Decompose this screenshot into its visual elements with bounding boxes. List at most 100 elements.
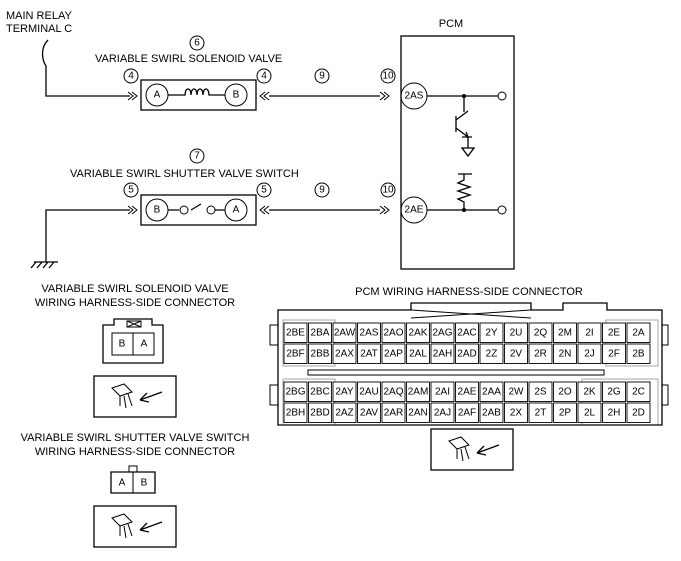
pcm-terminal-cell [504,381,528,402]
pcm-terminal-label: 2AE [458,386,477,397]
shutter-switch-circuit: 7 VARIABLE SWIRL SHUTTER VALVE SWITCH 5 … [30,148,396,269]
pcm-terminal-label: 2BB [311,348,330,359]
pcm-terminal-cell [626,381,651,402]
svg-text:7: 7 [194,151,200,162]
svg-text:A: A [233,205,240,216]
pcm-terminal-label: 2Y [485,327,498,338]
pcm-terminal-cell [528,322,553,343]
pcm-terminal-label: 2A [632,327,645,338]
callout-6 [189,35,205,51]
pcm-terminal-cell [430,381,455,402]
pcm-terminal-label: 2W [509,386,525,397]
pcm-terminal-cell [381,343,406,364]
pcm-terminal-label: 2BH [286,407,305,418]
solenoid-pin-b [224,83,248,107]
pcm-terminal-label: 2AT [360,348,378,359]
solenoid-valve-box [140,79,257,111]
switch-pin-a [224,198,248,222]
pcm-terminal-label: 2H [608,407,621,418]
shutter-switch-title: VARIABLE SWIRL SHUTTER VALVE SWITCH [70,168,299,180]
pcm-terminal-cell [577,402,602,423]
pcm-terminal-label: 2AX [335,348,354,359]
callout-4-left [123,68,139,84]
pcm-terminal-cell [528,381,553,402]
pcm-terminal-cell [283,322,308,343]
ground-icon [30,261,58,269]
pcm-terminal-cell [553,322,577,343]
pcm-terminal-label: 2R [534,348,547,359]
pcm-terminal-cell [332,381,357,402]
svg-text:4: 4 [261,71,267,82]
resistor-symbol [455,173,473,210]
pcm-terminal-label: 2Q [534,327,548,338]
switch-contact [168,203,225,211]
pcm-terminal-label: 2BG [285,386,305,397]
pcm-terminal-label: 2AG [432,327,452,338]
svg-text:B: B [233,90,240,101]
pcm-terminal-label: 2AB [482,407,501,418]
wire-main-relay [41,39,130,97]
callout-10-bottom [380,182,396,198]
solenoid-conn-cell-1: B [119,339,126,350]
pcm-terminal-label: 2L [584,407,596,418]
connector-arrow [127,205,138,215]
pcm-terminal-cell [308,343,332,364]
pcm-terminal-cell [308,322,332,343]
pcm-terminal-label: 2BA [311,327,330,338]
pcm-terminal-cell [528,402,553,423]
pcm-connector-outline [277,302,663,426]
pcm-terminal-cell [455,322,479,343]
pcm-terminal-cell [602,322,626,343]
pcm-terminal-label: 2AQ [383,386,403,397]
pcm-terminal-cell [332,322,357,343]
pcm-terminal-cell [430,402,455,423]
connector-probe-icon [93,375,177,418]
pcm-terminal-label: 2AC [457,327,476,338]
pcm-terminal-label: 2AW [334,327,356,338]
pcm-terminal-label: 2P [559,407,572,418]
svg-text:9: 9 [319,185,325,196]
pcm-terminal-cell [381,322,406,343]
pcm-terminal-label: 2F [608,348,620,359]
connector-probe-icon [93,505,177,548]
pcm-terminal-label: 2BC [310,386,329,397]
pcm-terminal-cell [602,402,626,423]
connector-probe-icon [430,428,514,471]
pcm-terminal-cell [283,402,308,423]
pcm-terminal-label: 2AH [433,348,452,359]
svg-text:10: 10 [382,185,394,196]
pcm-terminal-cell [479,322,504,343]
svg-text:B: B [154,205,161,216]
main-relay-label: MAIN RELAY [6,10,72,22]
pcm-terminal-label: 2V [510,348,523,359]
pcm-terminal-label: 2J [584,348,595,359]
pcm-terminal-label: 2M [558,327,572,338]
pcm-label: PCM [439,18,463,30]
callout-10-top [380,68,396,84]
pcm-terminal-cell [357,343,381,364]
pcm-terminal-label: 2X [510,407,523,418]
pcm-terminal-label: 2AM [408,386,429,397]
pcm-terminal-label: 2T [535,407,547,418]
solenoid-conn-cell-2: A [141,339,148,350]
callout-4-right [256,68,272,84]
connector-arrow [379,91,390,101]
callout-5-right [256,182,272,198]
pcm-terminal-cell [406,322,430,343]
pcm-terminal-cell [308,381,332,402]
pcm-terminal-label: 2AJ [434,407,451,418]
pcm-terminal-cell [381,381,406,402]
wire-ground [45,209,130,262]
pcm-terminal-label: 2U [510,327,523,338]
pcm-terminal-cell [504,343,528,364]
pcm-terminal-cell [528,343,553,364]
pcm-terminal-label: 2AA [482,386,501,397]
svg-text:5: 5 [128,185,134,196]
pcm-terminal-label: 2BD [310,407,329,418]
pcm-terminal-label: 2AY [335,386,353,397]
pcm-terminal-label: 2AU [359,386,378,397]
pcm-terminal-cell [430,322,455,343]
pcm-terminal-cell [602,381,626,402]
